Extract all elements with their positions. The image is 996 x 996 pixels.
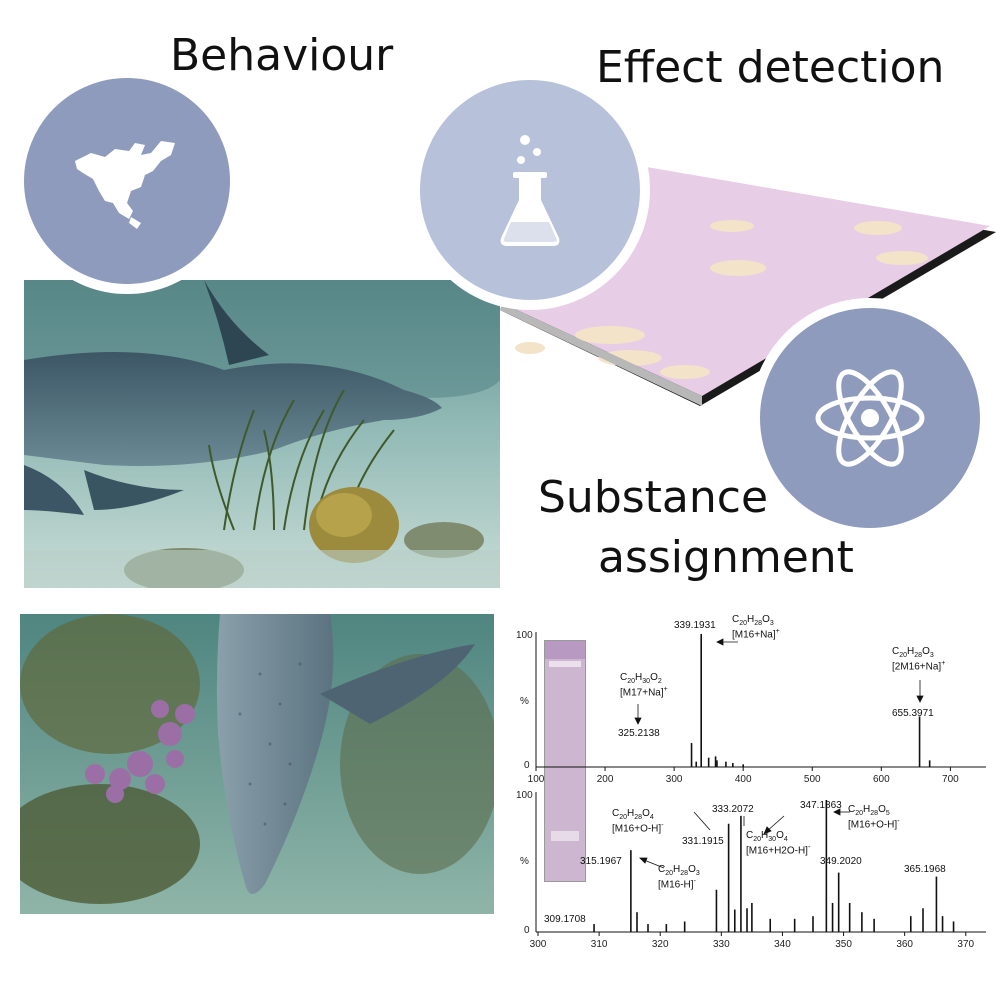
formula-label-m16-h2o-h: C20H30O4 [M16+H2O-H]- <box>746 830 811 857</box>
spectrum-bottom-tick-label-4: 340 <box>774 939 791 950</box>
spectrum-bottom-y-100: 100 <box>516 790 533 801</box>
formula-label-2m16-na: C20H28O3 [2M16+Na]+ <box>892 646 946 673</box>
heading-behaviour: Behaviour <box>170 30 394 81</box>
peak-label-655: 655.3971 <box>892 708 934 719</box>
spectrum-top-tick-label-4: 500 <box>804 774 821 785</box>
substance-circle <box>750 298 990 538</box>
spectrum-top: 100 200 300 400 500 600 700 <box>528 632 986 785</box>
spectrum-top-peaks <box>690 634 931 767</box>
spectrum-bottom-peaks <box>593 800 955 932</box>
spectrum-bottom-tick-label-2: 320 <box>652 939 669 950</box>
spectrum-bottom-y-0: 0 <box>524 925 530 936</box>
spectrum-bottom-tick-label-1: 310 <box>591 939 608 950</box>
formula-label-m16-o-h: C20H28O4 [M16+O-H]- <box>612 808 664 835</box>
spectrum-top-y-0: 0 <box>524 760 530 771</box>
peak-label-365: 365.1968 <box>904 864 946 875</box>
peak-label-347: 347.1863 <box>800 800 842 811</box>
dolphin-photo-bottom <box>20 614 494 914</box>
atom-icon <box>815 369 925 467</box>
mass-spectra-panel: 100 200 300 400 500 600 700 100 % 0 339.1931 C… <box>508 612 988 952</box>
behaviour-circle <box>14 68 240 294</box>
north-america-map-icon <box>75 141 175 229</box>
heading-assignment: assignment <box>598 532 854 583</box>
formula-label-m16-o-h-2: C20H28O5 [M16+O-H]- <box>848 804 900 831</box>
spectrum-bottom-tick-label-5: 350 <box>835 939 852 950</box>
spectrum-top-tick-label-0: 100 <box>528 774 545 785</box>
heading-effect-detection: Effect detection <box>596 42 945 93</box>
formula-label-m17-na: C20H30O2 [M17+Na]+ <box>620 672 668 699</box>
peak-label-315: 315.1967 <box>580 856 622 867</box>
spectrum-bottom-y-label: % <box>520 856 529 867</box>
spectrum-bottom-tick-label-3: 330 <box>713 939 730 950</box>
peak-label-325: 325.2138 <box>618 728 660 739</box>
spectrum-top-tick-label-6: 700 <box>942 774 959 785</box>
effect-detection-circle <box>410 70 650 310</box>
peak-label-331: 331.1915 <box>682 836 724 847</box>
peak-label-309: 309.1708 <box>544 914 586 925</box>
spectrum-top-tick-label-5: 600 <box>873 774 890 785</box>
spectrum-bottom-tick-label-0: 300 <box>530 939 547 950</box>
peak-label-333: 333.2072 <box>712 804 754 815</box>
spectrum-top-y-label: % <box>520 696 529 707</box>
dolphin-photo-top <box>24 280 500 588</box>
formula-label-m16-h: C20H28O3 [M16-H]- <box>658 864 700 891</box>
tlc-lane-inset <box>544 640 586 882</box>
spectrum-bottom-tick-label-6: 360 <box>896 939 913 950</box>
spectrum-top-tick-label-3: 400 <box>735 774 752 785</box>
heading-substance: Substance <box>538 472 769 523</box>
spectrum-top-tick-label-2: 300 <box>666 774 683 785</box>
spectrum-bottom: 300 310 320 330 340 350 360 370 <box>530 792 986 950</box>
spectrum-bottom-tick-label-7: 370 <box>957 939 974 950</box>
peak-label-339: 339.1931 <box>674 620 716 631</box>
spectrum-top-y-100: 100 <box>516 630 533 641</box>
formula-label-m16-na: C20H28O3 [M16+Na]+ <box>732 614 780 641</box>
peak-label-349: 349.2020 <box>820 856 862 867</box>
spectrum-top-tick-label-1: 200 <box>597 774 614 785</box>
flask-icon <box>500 135 560 246</box>
